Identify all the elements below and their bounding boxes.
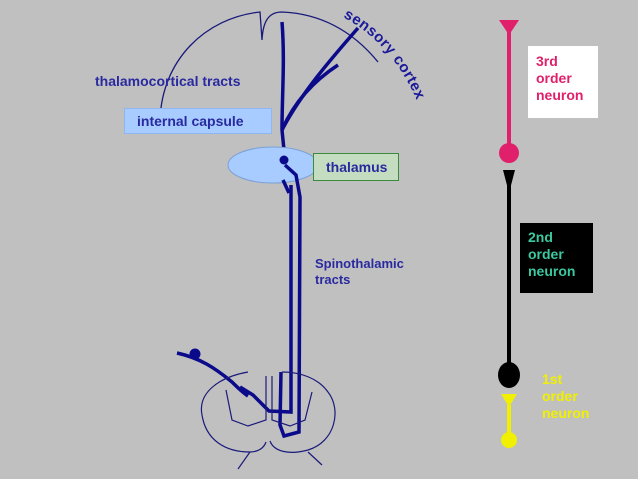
thalamus-synapse — [279, 155, 289, 165]
internal-capsule-label: internal capsule — [124, 108, 272, 134]
thalamus-shape — [227, 146, 319, 184]
dorsal-root-ganglion — [189, 348, 201, 360]
sensory-cortex-label: sensory cortex — [341, 6, 429, 103]
neuron-chain — [498, 20, 520, 448]
first-order-neuron-label: 1st order neuron — [542, 371, 590, 421]
second-order-neuron-label: 2nd order neuron — [520, 223, 593, 293]
brain-outline — [159, 11, 379, 121]
third-order-neuron-label: 3rd order neuron — [528, 46, 598, 118]
thalamus-label: thalamus — [313, 153, 399, 181]
spinal-cord-outline — [200, 371, 336, 470]
spinothalamic-tract — [176, 163, 302, 439]
spinothalamic-tracts-label: Spinothalamic tracts — [315, 256, 404, 287]
thalamocortical-tracts-label: thalamocortical tracts — [95, 73, 241, 89]
thalamocortical-fibers — [280, 21, 360, 161]
